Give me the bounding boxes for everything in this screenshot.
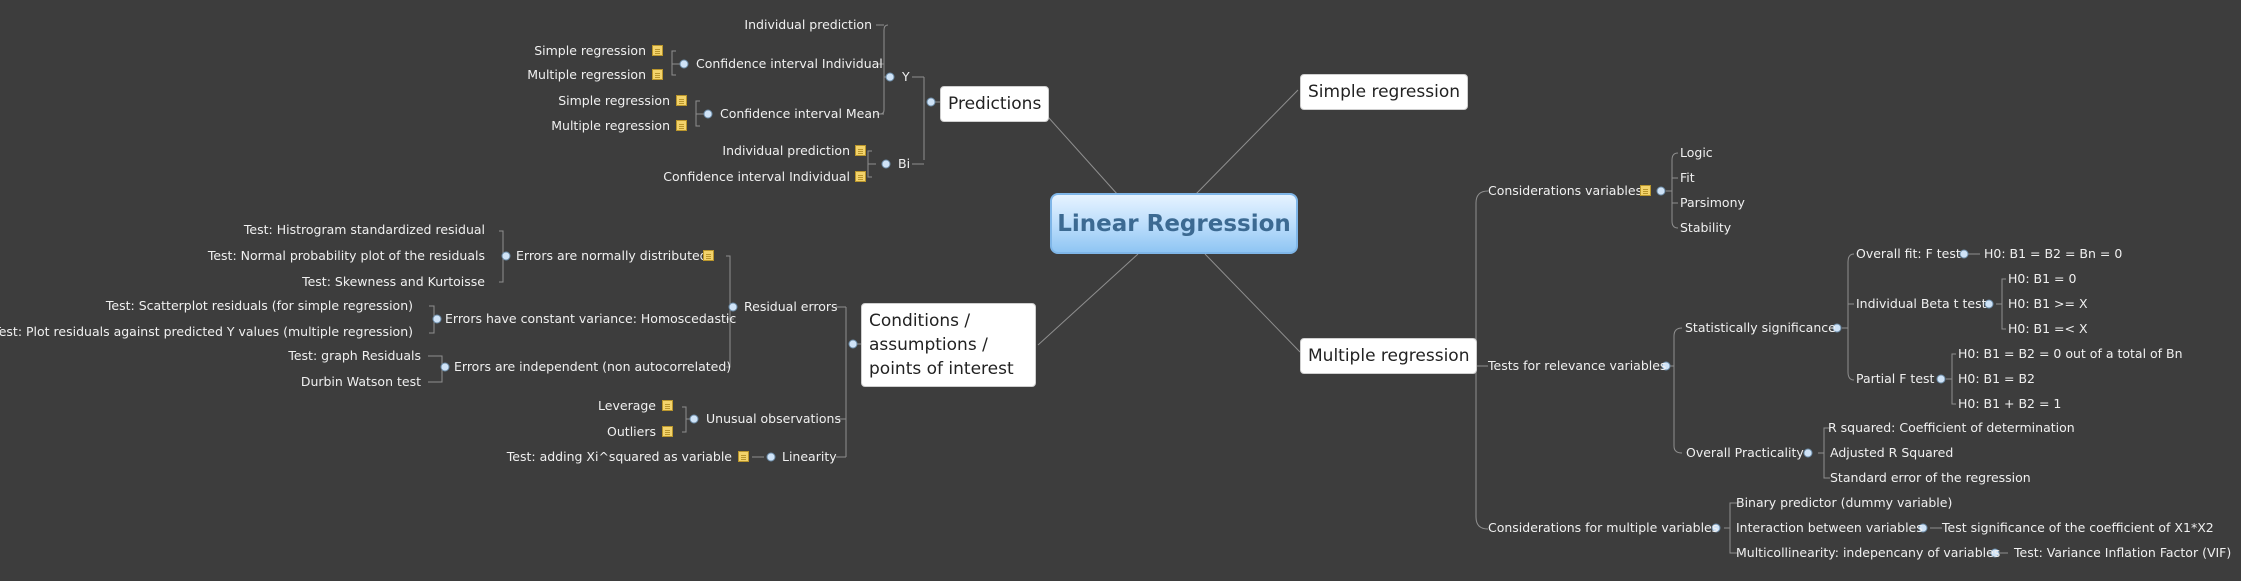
node-interaction[interactable]: Interaction between variables — [1736, 520, 1923, 535]
node-independent-errors[interactable]: Errors are independent (non autocorrelat… — [454, 359, 732, 374]
node-multicollinearity[interactable]: Multicollinearity: indepencany of variab… — [1736, 545, 2001, 560]
node-h0-b1-ge[interactable]: H0: B1 >= X — [2008, 296, 2088, 311]
node-partial-f[interactable]: Partial F test — [1856, 371, 1935, 386]
node-statistically-significance[interactable]: Statistically significance — [1685, 320, 1836, 335]
node-fit[interactable]: Fit — [1680, 170, 1695, 185]
node-outliers[interactable]: Outliers — [607, 424, 656, 439]
note-icon[interactable] — [652, 69, 663, 80]
node-ci-individual-y[interactable]: Confidence interval Individual — [696, 56, 883, 71]
node-stability[interactable]: Stability — [1680, 220, 1732, 235]
node-test-vif[interactable]: Test: Variance Inflation Factor (VIF) — [2014, 545, 2232, 560]
node-simple-regression-1[interactable]: Simple regression — [534, 43, 646, 58]
note-icon[interactable] — [676, 95, 687, 106]
node-normally-distributed[interactable]: Errors are normally distributed — [516, 248, 708, 263]
topic-multiple-regression[interactable]: Multiple regression — [1300, 338, 1478, 374]
central-topic[interactable]: Linear Regression — [1050, 193, 1298, 254]
node-simple-regression-2[interactable]: Simple regression — [558, 93, 670, 108]
node-overall-practicality[interactable]: Overall Practicality — [1686, 445, 1804, 460]
note-icon[interactable] — [738, 451, 749, 462]
note-icon[interactable] — [652, 45, 663, 56]
node-test-coefficient[interactable]: Test significance of the coefficient of … — [1942, 520, 2214, 535]
node-overall-fit[interactable]: Overall fit: F test — [1856, 246, 1961, 261]
node-multiple-regression-2[interactable]: Multiple regression — [551, 118, 670, 133]
node-h0-b1-le[interactable]: H0: B1 =< X — [2008, 321, 2088, 336]
node-test-xi-squared[interactable]: Test: adding Xi^squared as variable — [506, 449, 732, 464]
node-linearity[interactable]: Linearity — [782, 449, 837, 464]
node-homoscedastic[interactable]: Errors have constant variance: Homosceda… — [445, 311, 737, 326]
node-considerations-variables[interactable]: Considerations variables — [1488, 183, 1643, 198]
node-test-histogram[interactable]: Test: Histrogram standardized residual — [243, 222, 485, 237]
node-durbin-watson[interactable]: Durbin Watson test — [300, 374, 421, 389]
node-individual-prediction-y[interactable]: Individual prediction — [744, 17, 872, 32]
node-test-plot-residuals[interactable]: Test: Plot residuals against predicted Y… — [0, 324, 413, 339]
node-h0-partial-1[interactable]: H0: B1 = B2 = 0 out of a total of Bn — [1958, 346, 2183, 361]
note-icon[interactable] — [703, 250, 714, 261]
node-adjusted-r-squared[interactable]: Adjusted R Squared — [1830, 445, 1954, 460]
node-residual-errors[interactable]: Residual errors — [744, 299, 838, 314]
note-icon[interactable] — [662, 426, 673, 437]
node-standard-error[interactable]: Standard error of the regression — [1830, 470, 2031, 485]
note-icon[interactable] — [855, 145, 866, 156]
node-h0-b1-zero[interactable]: H0: B1 = 0 — [2008, 271, 2077, 286]
node-h0-partial-2[interactable]: H0: B1 = B2 — [1958, 371, 2036, 386]
topic-conditions[interactable]: Conditions / assumptions / points of int… — [861, 303, 1036, 387]
node-y[interactable]: Y — [902, 69, 910, 84]
node-h0-overall[interactable]: H0: B1 = B2 = Bn = 0 — [1984, 246, 2123, 261]
node-multiple-regression-1[interactable]: Multiple regression — [527, 67, 646, 82]
node-ci-mean[interactable]: Confidence interval Mean — [720, 106, 880, 121]
node-test-graph-residuals[interactable]: Test: graph Residuals — [288, 348, 421, 363]
note-icon[interactable] — [855, 171, 866, 182]
note-icon[interactable] — [662, 400, 673, 411]
node-considerations-multiple[interactable]: Considerations for multiple variables — [1488, 520, 1719, 535]
topic-simple-regression[interactable]: Simple regression — [1300, 74, 1469, 110]
node-test-scatterplot[interactable]: Test: Scatterplot residuals (for simple … — [105, 298, 413, 313]
node-r-squared[interactable]: R squared: Coefficient of determination — [1828, 420, 2075, 435]
node-tests-relevance[interactable]: Tests for relevance variables — [1488, 358, 1667, 373]
node-individual-prediction-bi[interactable]: Individual prediction — [722, 143, 850, 158]
topic-predictions[interactable]: Predictions — [940, 86, 1050, 122]
node-individual-beta[interactable]: Individual Beta t test — [1856, 296, 1987, 311]
node-leverage[interactable]: Leverage — [598, 398, 656, 413]
node-logic[interactable]: Logic — [1680, 145, 1713, 160]
node-bi[interactable]: Bi — [898, 156, 911, 171]
node-test-skewness[interactable]: Test: Skewness and Kurtoisse — [302, 274, 485, 289]
node-parsimony[interactable]: Parsimony — [1680, 195, 1745, 210]
note-icon[interactable] — [676, 120, 687, 131]
node-h0-partial-3[interactable]: H0: B1 + B2 = 1 — [1958, 396, 2062, 411]
node-ci-individual-bi[interactable]: Confidence interval Individual — [663, 169, 850, 184]
node-unusual-observations[interactable]: Unusual observations — [706, 411, 841, 426]
node-test-normal-probability[interactable]: Test: Normal probability plot of the res… — [207, 248, 485, 263]
note-icon[interactable] — [1640, 185, 1651, 196]
node-binary-predictor[interactable]: Binary predictor (dummy variable) — [1736, 495, 1953, 510]
